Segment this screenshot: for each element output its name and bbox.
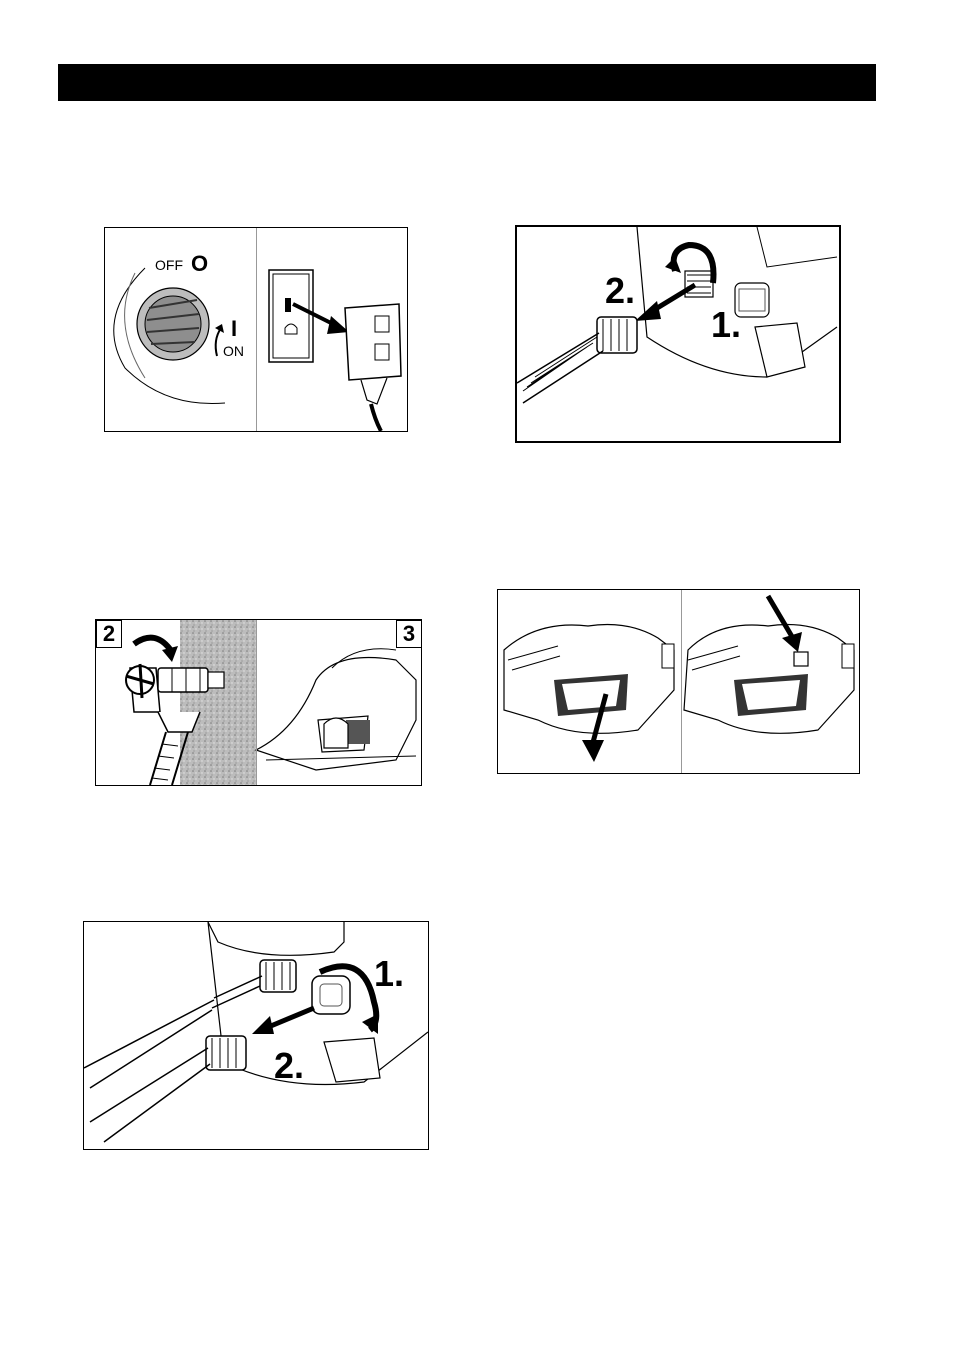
figure-divider (256, 228, 257, 431)
figure-switch-unplug: OFF O I ON (104, 227, 408, 432)
hose-disconnect-illustration (517, 227, 839, 441)
step1-label: 1. (374, 956, 404, 992)
step2-box: 2 (96, 620, 122, 648)
step1-label: 1. (711, 307, 741, 343)
on-label: ON (223, 344, 244, 358)
trigger-gun-illustration (498, 590, 859, 773)
step2-label: 2. (274, 1048, 304, 1084)
figure-divider (681, 590, 682, 773)
step2-label: 2. (605, 273, 635, 309)
figure-disconnect-hose-right: 1. 2. (515, 225, 841, 443)
figure-water-faucet-trigger: 2 3 (95, 619, 422, 786)
faucet-trigger-illustration (96, 620, 421, 785)
figure-divider (256, 620, 257, 785)
section-header-bar (58, 64, 876, 101)
figure-trigger-gun-lock (497, 589, 860, 774)
step3-box: 3 (396, 620, 422, 648)
on-symbol: I (231, 318, 237, 340)
off-label: OFF (155, 258, 183, 272)
figure-disconnect-hose-left: 1. 2. (83, 921, 429, 1150)
off-symbol: O (191, 253, 208, 275)
